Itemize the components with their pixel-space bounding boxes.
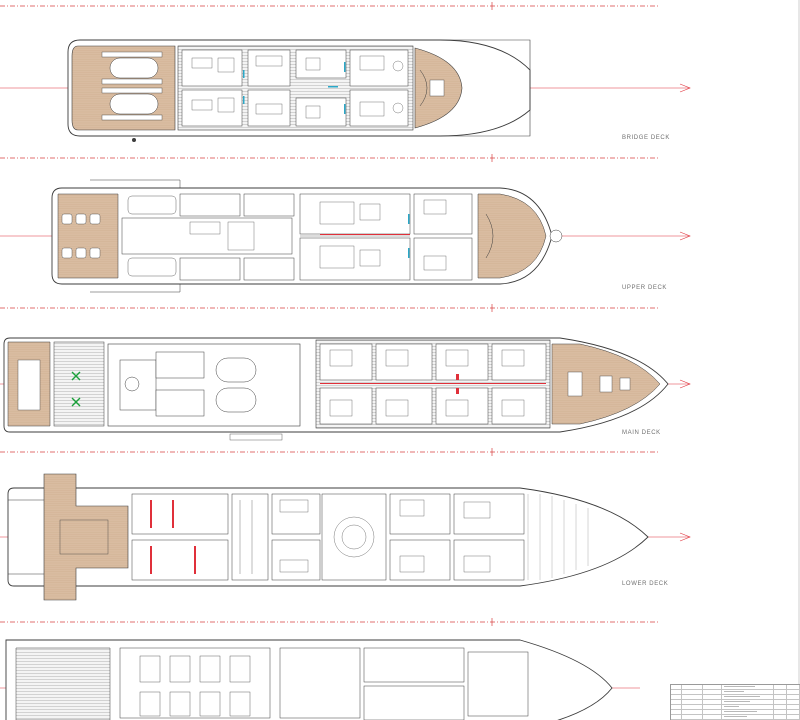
deck-label-lower: LOWER DECK (622, 581, 669, 587)
deck-label-bridge: BRIDGE DECK (622, 135, 670, 141)
deck-label-main: MAIN DECK (622, 430, 661, 436)
upper-deck-plan (51, 179, 563, 293)
centerline-arrows (679, 83, 691, 542)
bridge-deck-plan (67, 39, 531, 142)
tank-deck-plan (5, 639, 613, 720)
main-deck-plan (3, 337, 669, 441)
frame-lines (0, 5, 660, 623)
lower-deck-plan (7, 473, 649, 601)
deck-label-upper: UPPER DECK (622, 285, 668, 291)
revision-table (670, 684, 800, 720)
